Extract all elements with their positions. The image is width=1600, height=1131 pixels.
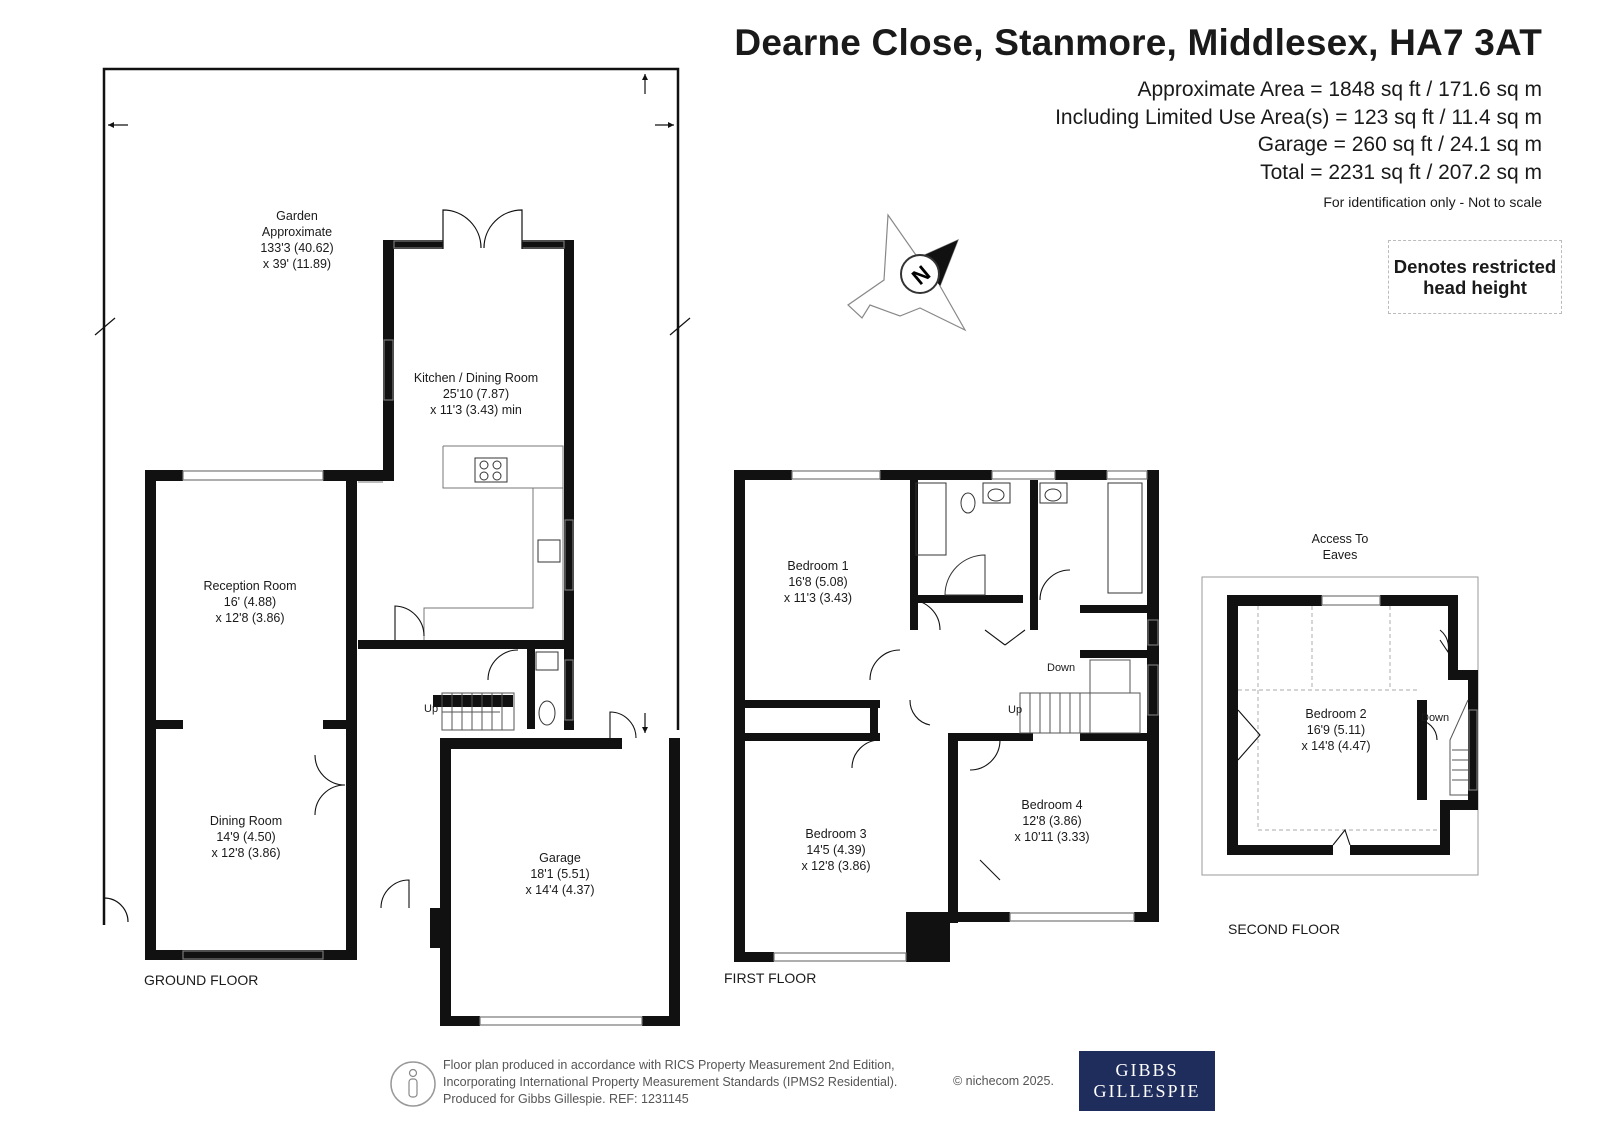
ground-stairs-up: Up (424, 703, 438, 715)
copyright-text: © nichecom 2025. (953, 1074, 1054, 1088)
garden-approx: Approximate (262, 225, 332, 239)
logo-line1: GIBBS (1115, 1060, 1179, 1080)
bedroom1-width: x 11'3 (3.43) (784, 591, 852, 605)
dining-length: 14'9 (4.50) (216, 830, 275, 844)
kitchen-width: x 11'3 (3.43) min (430, 403, 522, 417)
first-stairs-down: Down (1047, 662, 1075, 674)
bedroom1-length: 16'8 (5.08) (788, 575, 847, 589)
limited-use-area-text: Including Limited Use Area(s) = 123 sq f… (1055, 106, 1542, 129)
second-floor-label: SECOND FLOOR (1228, 921, 1340, 937)
garage-name: Garage (539, 851, 581, 865)
footer-line1: Floor plan produced in accordance with R… (443, 1058, 895, 1072)
bedroom4-width: x 10'11 (3.33) (1014, 830, 1089, 844)
identification-note: For identification only - Not to scale (1323, 194, 1542, 210)
restricted-height-legend: Denotes restricted head height (1388, 240, 1562, 314)
second-floor-plan (1201, 576, 1479, 876)
restricted-height-label: Denotes restricted head height (1393, 256, 1557, 298)
garage-area-text: Garage = 260 sq ft / 24.1 sq m (1257, 133, 1542, 156)
compass-icon: N (847, 213, 967, 332)
first-floor-labels: Bedroom 1 16'8 (5.08) x 11'3 (3.43) Bedr… (724, 559, 1090, 986)
bedroom4-name: Bedroom 4 (1021, 798, 1082, 812)
person-icon (390, 1061, 436, 1107)
kitchen-name: Kitchen / Dining Room (414, 371, 538, 385)
garage-width: x 14'4 (4.37) (525, 883, 594, 897)
bedroom2-width: x 14'8 (4.47) (1301, 739, 1370, 753)
ground-floor-plan (94, 67, 691, 1026)
garage-length: 18'1 (5.51) (530, 867, 589, 881)
bedroom2-name: Bedroom 2 (1305, 707, 1366, 721)
garden-width: x 39' (11.89) (263, 257, 331, 271)
kitchen-length: 25'10 (7.87) (443, 387, 509, 401)
reception-width: x 12'8 (3.86) (215, 611, 284, 625)
dining-name: Dining Room (210, 814, 282, 828)
footer-line2: Incorporating International Property Mea… (443, 1075, 898, 1089)
bedroom1-name: Bedroom 1 (787, 559, 848, 573)
bedroom4-length: 12'8 (3.86) (1022, 814, 1081, 828)
bedroom3-width: x 12'8 (3.86) (801, 859, 870, 873)
logo-line2: GILLESPIE (1093, 1081, 1201, 1101)
garden-name: Garden (276, 209, 318, 223)
bedroom2-length: 16'9 (5.11) (1307, 723, 1365, 737)
reception-name: Reception Room (203, 579, 296, 593)
dining-width: x 12'8 (3.86) (211, 846, 280, 860)
first-floor-plan (734, 470, 1159, 962)
garden-length: 133'3 (40.62) (260, 241, 333, 255)
gibbs-gillespie-logo: GIBBS GILLESPIE (1079, 1051, 1215, 1111)
second-stairs-down: Down (1421, 712, 1449, 724)
second-floor-labels: Access To Eaves Bedroom 2 16'9 (5.11) x … (1228, 532, 1449, 937)
total-area-text: Total = 2231 sq ft / 207.2 sq m (1260, 161, 1542, 184)
page-title: Dearne Close, Stanmore, Middlesex, HA7 3… (734, 22, 1542, 63)
bedroom3-length: 14'5 (4.39) (806, 843, 865, 857)
footer-note: Floor plan produced in accordance with R… (443, 1057, 897, 1108)
bedroom3-name: Bedroom 3 (805, 827, 866, 841)
eaves-line2: Eaves (1323, 548, 1358, 562)
first-floor-label: FIRST FLOOR (724, 970, 816, 986)
eaves-line1: Access To (1312, 532, 1369, 546)
reception-length: 16' (4.88) (224, 595, 276, 609)
footer-line3: Produced for Gibbs Gillespie. REF: 12311… (443, 1092, 689, 1106)
first-stairs-up: Up (1008, 704, 1022, 716)
ground-floor-label: GROUND FLOOR (144, 972, 258, 988)
ground-floor-labels: Garden Approximate 133'3 (40.62) x 39' (… (144, 209, 595, 988)
approx-area-text: Approximate Area = 1848 sq ft / 171.6 sq… (1137, 78, 1543, 101)
